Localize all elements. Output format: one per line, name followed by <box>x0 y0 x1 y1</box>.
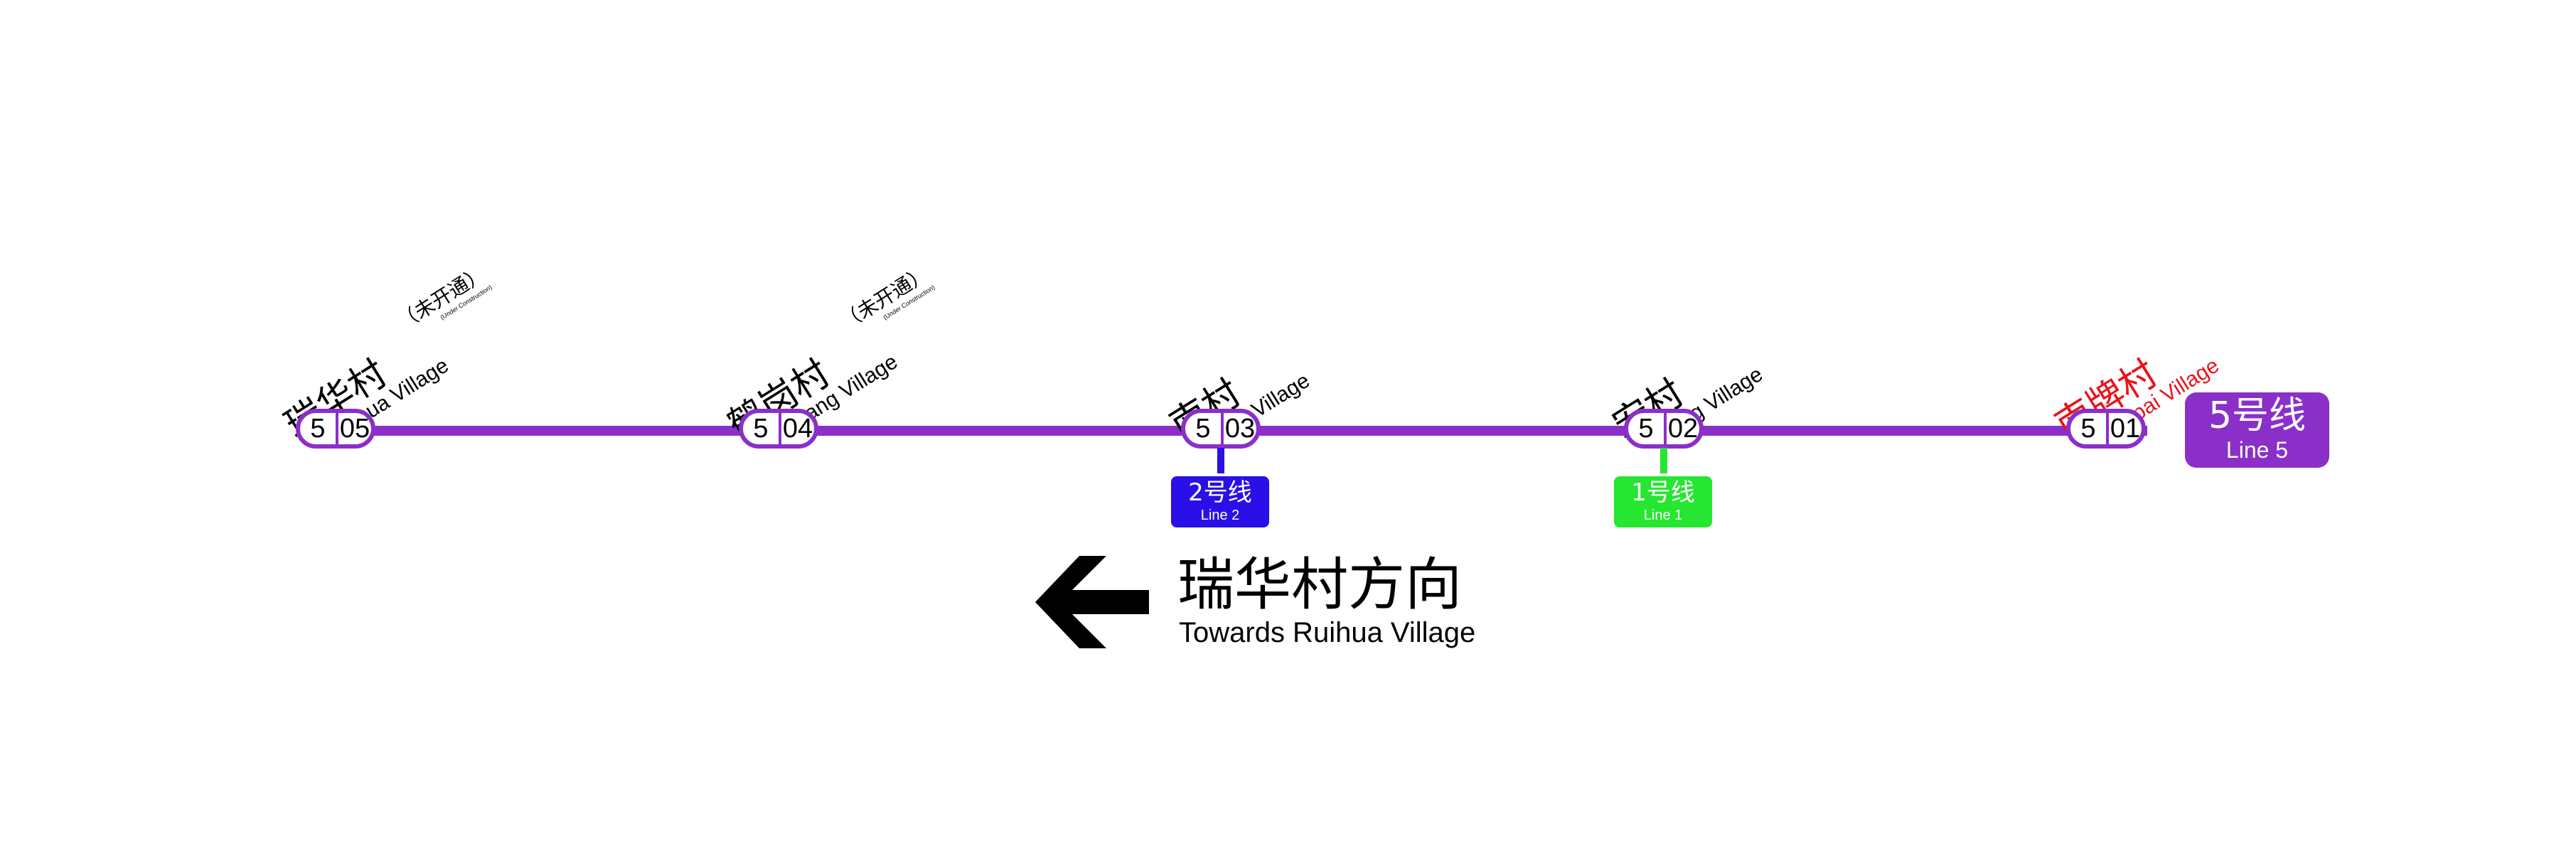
transfer-name-en: Line 1 <box>1643 508 1683 523</box>
transfer-connector-line-1 <box>1660 448 1667 473</box>
station-number-badge: 5 05 <box>296 409 375 449</box>
station-number-badge: 5 01 <box>2066 409 2146 449</box>
station-number: 05 <box>339 413 370 444</box>
line-number: 5 <box>300 413 338 444</box>
transfer-name-zh: 1号线 <box>1631 478 1695 507</box>
station-number-badge: 5 04 <box>739 409 818 449</box>
transfer-badge-line-1[interactable]: 1号线 Line 1 <box>1614 476 1712 527</box>
line-5-badge: 5号线 Line 5 <box>2185 392 2329 468</box>
station-number-badge: 5 03 <box>1181 409 1261 449</box>
transfer-badge-line-2[interactable]: 2号线 Line 2 <box>1171 476 1269 527</box>
station-number-badge: 5 02 <box>1624 409 1704 449</box>
status-note: （未开通） (Under Construction) <box>391 259 494 342</box>
direction-text-en: Towards Ruihua Village <box>1179 617 1476 648</box>
line-number: 5 <box>1628 413 1667 444</box>
line-number: 5 <box>1185 413 1224 444</box>
station-number: 03 <box>1224 413 1256 444</box>
station-number: 02 <box>1667 413 1699 444</box>
transfer-name-en: Line 2 <box>1200 508 1240 523</box>
line-badge-zh: 5号线 <box>2208 395 2307 437</box>
left-arrow-icon <box>1035 556 1149 648</box>
station-number: 01 <box>2110 413 2141 444</box>
line-number: 5 <box>2070 413 2109 444</box>
transfer-name-zh: 2号线 <box>1188 478 1252 507</box>
transfer-connector-line-2 <box>1217 448 1224 473</box>
status-note: （未开通） (Under Construction) <box>834 259 937 342</box>
station-number: 04 <box>782 413 813 444</box>
line-badge-en: Line 5 <box>2225 437 2289 463</box>
line-number: 5 <box>743 413 781 444</box>
direction-text-zh: 瑞华村方向 <box>1177 552 1462 618</box>
